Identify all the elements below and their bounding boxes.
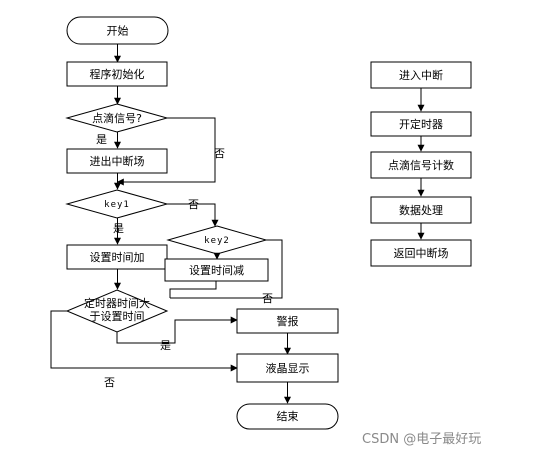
signal-yes-label: 是 [96,133,107,146]
key1-no-label: 否 [188,198,199,211]
lcd-display-label: 液晶显示 [266,361,310,375]
key2-no-label: 否 [262,292,273,305]
timer-yes-label: 是 [160,339,171,352]
init-label: 程序初始化 [90,67,145,81]
signal-no-label: 否 [214,147,225,160]
enter-interrupt-label: 进入中断 [399,68,443,82]
return-interrupt-label: 返回中断场 [394,246,449,260]
end-label: 结束 [277,410,299,423]
count-drops-label: 点滴信号计数 [388,158,454,172]
interrupt-scene-label: 进出中断场 [90,154,145,168]
interrupt-scene-box [66,148,168,174]
set-time-add-box [66,244,168,270]
init-process-box [66,61,168,87]
key2-label: key2 [204,236,230,246]
key1-label: key1 [104,200,130,210]
enter-interrupt-box [370,61,472,89]
start-timer-label: 开定时器 [399,117,443,131]
key1-yes-label: 是 [113,222,124,235]
return-interrupt-box [370,239,472,267]
lcd-display-box [236,353,339,383]
start-label: 开始 [107,24,129,38]
signal-decision-label: 点滴信号? [92,111,142,125]
count-drops-box [370,151,472,179]
timer-decision-line2: 于设置时间 [90,310,145,323]
process-data-label: 数据处理 [399,203,443,217]
set-time-add-label: 设置时间加 [90,251,145,264]
end-terminator [236,403,339,430]
timer-no-label: 否 [104,376,115,389]
timer-decision-line1: 定时器时间大 [84,296,150,310]
process-data-box [370,196,472,224]
watermark: CSDN @电子最好玩 [362,432,481,447]
set-time-sub-label: 设置时间减 [189,264,244,277]
alarm-label: 警报 [277,314,299,328]
